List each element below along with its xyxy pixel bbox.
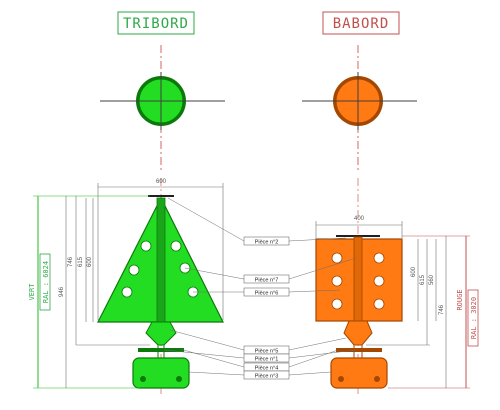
part-label-p7: Pièce n°7: [243, 274, 290, 284]
port-title: BABORD: [333, 16, 390, 32]
starboard-buoy-elevation: [97, 178, 224, 395]
part-label-p2: Pièce n°2: [243, 236, 290, 246]
starboard-h1-label: 746: [68, 256, 74, 267]
starboard-title: TRIBORD: [123, 16, 189, 32]
starboard-width-label: 600: [156, 179, 167, 185]
port-dimensions: [315, 221, 470, 389]
starboard-h3-label: 600: [87, 256, 93, 267]
starboard-title-box: TRIBORD: [117, 11, 195, 35]
part-label-p3-text: Pièce n°3: [255, 374, 279, 380]
part-label-p2-text: Pièce n°2: [255, 240, 279, 246]
part-label-p1: Pièce n°1: [243, 353, 290, 363]
part-label-p4-text: Pièce n°4: [255, 366, 279, 372]
port-ral-label: RAL : 3020: [470, 297, 478, 339]
port-buoy-elevation: [315, 178, 403, 395]
starboard-top-view: [100, 45, 225, 170]
part-label-p5-text: Pièce n°5: [255, 349, 279, 355]
port-width-label: 400: [354, 216, 365, 222]
part-label-p6: Pièce n°6: [243, 287, 290, 297]
port-title-box: BABORD: [322, 11, 400, 35]
part-label-p5: Pièce n°5: [243, 345, 290, 355]
part-label-p6-text: Pièce n°6: [255, 291, 279, 297]
starboard-ral-box: RAL : 6024: [39, 253, 51, 311]
port-color-name: ROUGE: [456, 289, 464, 310]
port-top-view: [302, 45, 417, 170]
starboard-total-label: 946: [59, 286, 65, 297]
starboard-color-name: VERT: [28, 283, 36, 301]
part-label-p1-text: Pièce n°1: [255, 357, 279, 363]
starboard-h2-label: 615: [78, 256, 84, 267]
port-h3-label: 560: [429, 274, 435, 285]
part-label-p7-text: Pièce n°7: [255, 278, 279, 284]
part-label-p3: Pièce n°3: [243, 370, 290, 380]
part-leader-lines: [163, 197, 357, 376]
port-holes: [331, 252, 385, 310]
port-h1-label: 600: [411, 266, 417, 277]
port-ral-box: RAL : 3020: [467, 289, 479, 347]
port-h2-label: 615: [420, 274, 426, 285]
starboard-ral-label: RAL : 6024: [42, 261, 50, 303]
part-label-p4: Pièce n°4: [243, 362, 290, 372]
starboard-dimensions: [33, 183, 224, 389]
port-total-label: 746: [439, 304, 445, 315]
